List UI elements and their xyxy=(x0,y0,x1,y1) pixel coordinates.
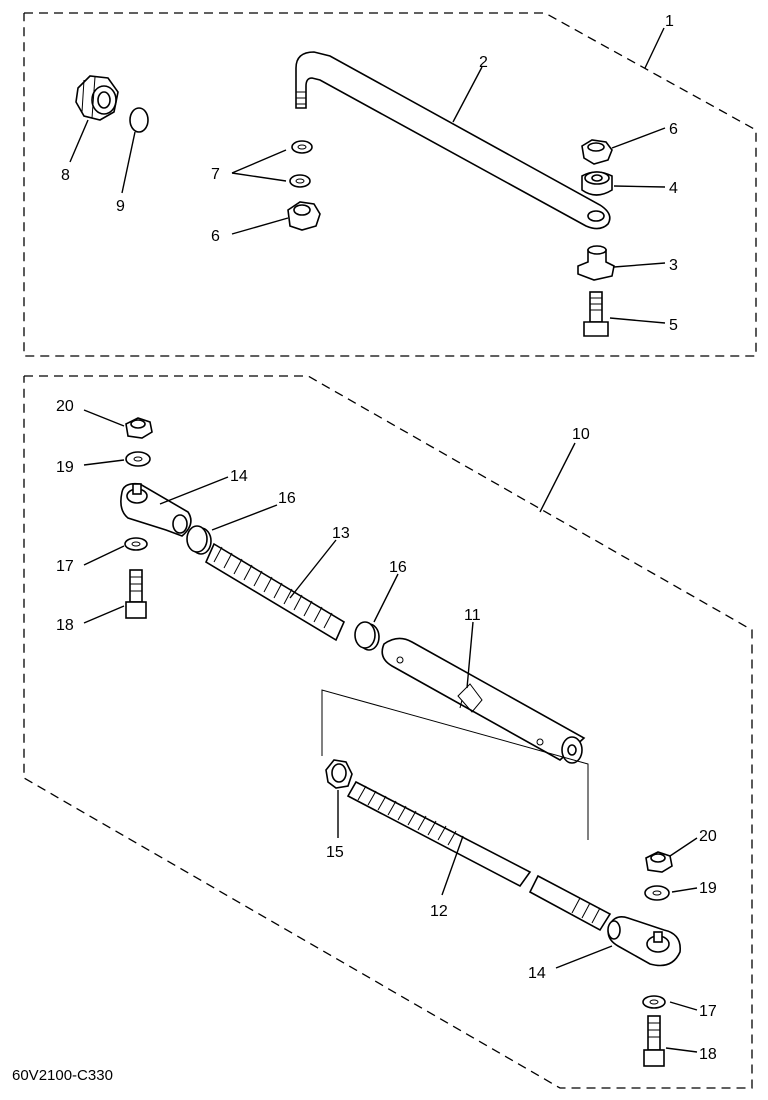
callout-6-left: 6 xyxy=(211,228,220,245)
tube-part-11 xyxy=(381,637,586,764)
group-1-boundary xyxy=(23,12,757,357)
washer-part-17-right xyxy=(642,995,666,1009)
callout-16-left: 16 xyxy=(278,490,296,507)
callout-13: 13 xyxy=(332,525,350,542)
threaded-rod-part-13 xyxy=(204,542,346,642)
callout-4: 4 xyxy=(669,180,678,197)
bolt-part-18-left xyxy=(125,569,147,619)
bolt-part-5 xyxy=(583,291,609,337)
callout-5: 5 xyxy=(669,317,678,334)
washer-part-19-left xyxy=(125,451,151,467)
callout-17-right: 17 xyxy=(699,1003,717,1020)
callout-1: 1 xyxy=(665,13,674,30)
callout-14-left: 14 xyxy=(230,468,248,485)
callout-19-left: 19 xyxy=(56,459,74,476)
callout-2: 2 xyxy=(479,54,488,71)
callout-18-left: 18 xyxy=(56,617,74,634)
callout-19-right: 19 xyxy=(699,880,717,897)
callout-20-right: 20 xyxy=(699,828,717,845)
nut-part-15 xyxy=(325,759,353,789)
callout-7: 7 xyxy=(211,166,220,183)
nut-part-8 xyxy=(75,75,119,121)
callout-18-right: 18 xyxy=(699,1046,717,1063)
nut-part-20-left xyxy=(125,417,153,439)
diagram-code: 60V2100-C330 xyxy=(12,1067,113,1084)
group-10-boundary xyxy=(23,375,753,1089)
callout-16-right: 16 xyxy=(389,559,407,576)
washer-part-7-lower xyxy=(289,174,311,188)
collar-part-3 xyxy=(577,245,615,281)
bolt-part-18-right xyxy=(643,1015,665,1067)
callout-3: 3 xyxy=(669,257,678,274)
callout-11: 11 xyxy=(464,607,481,624)
callout-14-right: 14 xyxy=(528,965,546,982)
rod-end-part-14-right xyxy=(607,916,681,967)
washer-part-19-right xyxy=(644,885,670,901)
callout-6-right: 6 xyxy=(669,121,678,138)
callout-10: 10 xyxy=(572,426,590,443)
threaded-rod-part-12 xyxy=(346,780,612,932)
bushing-part-4 xyxy=(581,171,613,196)
callout-9: 9 xyxy=(116,198,125,215)
bushing-part-16-left xyxy=(186,525,212,555)
leader-lines xyxy=(69,27,698,1053)
nut-part-20-right xyxy=(645,851,673,873)
nut-part-6-right xyxy=(581,139,613,165)
o-ring-part-9 xyxy=(129,107,149,133)
bushing-part-16-right xyxy=(354,621,380,651)
steering-rod-part-2 xyxy=(295,51,611,230)
subassembly-bracket xyxy=(321,689,589,840)
callout-12: 12 xyxy=(430,903,448,920)
washer-part-17-left xyxy=(124,537,148,551)
rod-end-part-14-left xyxy=(120,482,192,537)
nut-part-6-left xyxy=(287,201,321,231)
callout-20-left: 20 xyxy=(56,398,74,415)
washer-part-7-upper xyxy=(291,140,313,154)
callout-8: 8 xyxy=(61,167,70,184)
callout-15: 15 xyxy=(326,844,344,861)
callout-17-left: 17 xyxy=(56,558,74,575)
